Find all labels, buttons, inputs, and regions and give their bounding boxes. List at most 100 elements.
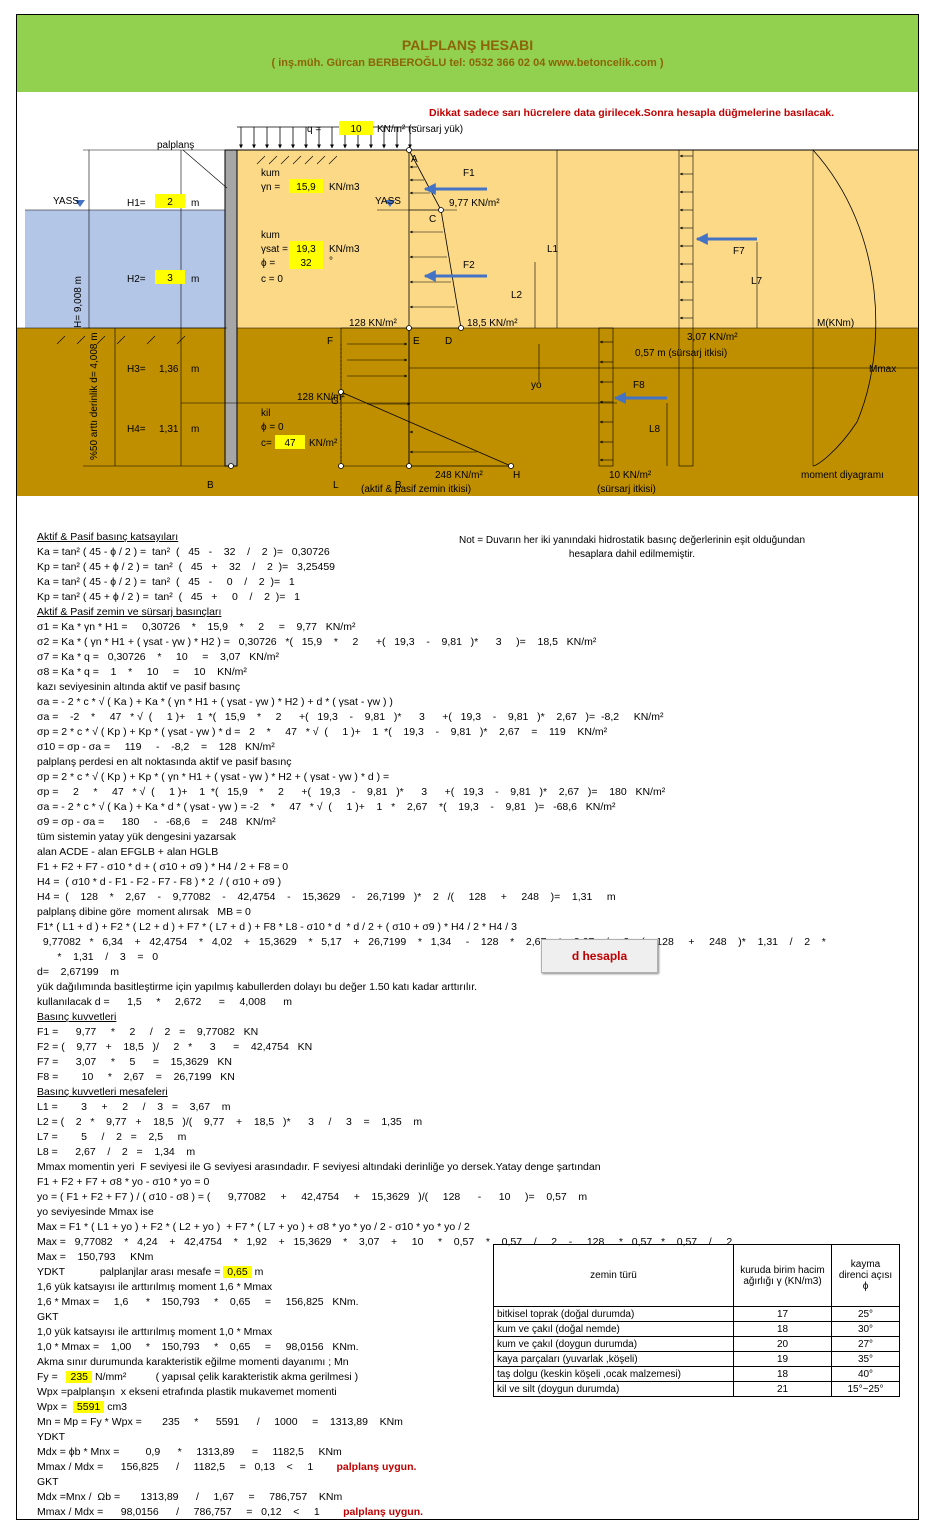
calc-line: L2 = ( 2 * 9,77 + 18,5 )/( 9,77 + 18,5 )… [37, 1116, 423, 1128]
H3-value: 1,36 [159, 364, 179, 375]
calc-line: H4 = ( 128 * 2,67 - 9,77082 - 42,4754 - … [37, 891, 616, 903]
c-zero-label: c = 0 [261, 274, 283, 285]
mesafe-label: YDKT palplanjlar arası mesafe = [37, 1266, 221, 1278]
col-soil-type: zemin türü [493, 1244, 734, 1307]
cell: 18 [733, 1321, 832, 1337]
mesafe-unit: m [254, 1266, 264, 1278]
calc-line: palplanş dibine göre moment alırsak MB =… [37, 906, 251, 918]
H1-value[interactable]: 2 [167, 197, 173, 208]
point-H-label: H [513, 470, 520, 481]
calc-line: Mmax momentin yeri F seviyesi ile G sevi… [37, 1161, 601, 1173]
page-title: PALPLANŞ HESABI [401, 37, 534, 53]
L7-label: L7 [751, 276, 763, 287]
surcharge-caption: (sürsarj itkisi) [597, 484, 656, 495]
c-value[interactable]: 47 [284, 438, 296, 449]
calc-line: σ7 = Ka * q = 0,30726 * 10 = 3,07 KN/m² [37, 651, 279, 663]
calc-line: Mn = Mp = Fy * Wpx = 235 * 5591 / 1000 =… [37, 1416, 403, 1428]
sigma-307-label: 3,07 KN/m² [687, 332, 738, 343]
phi-zero-label: ϕ = 0 [261, 422, 284, 433]
point-F-label: F [327, 336, 333, 347]
calc-line: yo seviyesinde Mmax ise [37, 1206, 154, 1218]
mesafe-input[interactable]: 0,65 [223, 1266, 252, 1278]
calc-line: σa = -2 * 47 * √ ( 1 )+ 1 *( 15,9 * 2 +(… [37, 711, 664, 723]
calc-line: 9,77082 * 6,34 + 42,4754 * 4,02 + 15,362… [37, 936, 826, 948]
cell: kil ve silt (doygun durumda) [493, 1381, 734, 1397]
soil-properties-table: zemin türü kuruda birim hacim ağırlığı γ… [493, 1244, 900, 1397]
yo-surcharge-label: 0,57 m (sürsarj itkisi) [635, 348, 727, 359]
c-unit: KN/m² [309, 438, 338, 449]
fy-input[interactable]: 235 [66, 1371, 93, 1383]
L8-label: L8 [649, 424, 661, 435]
calc-line: Kp = tan² ( 45 + ϕ / 2 ) = tan² ( 45 + 0… [37, 591, 300, 603]
warning-text: Dikkat sadece sarı hücrelere data girile… [429, 107, 834, 119]
F2-label: F2 [463, 260, 475, 271]
calc-line: Ka = tan² ( 45 - ϕ / 2 ) = tan² ( 45 - 0… [37, 576, 295, 588]
cell: 18 [733, 1366, 832, 1382]
gamma-sat-label: γsat = [261, 244, 288, 255]
cell: 20 [733, 1336, 832, 1352]
H4-label: H4= [127, 424, 146, 435]
calc-line: F1 + F2 + F7 + σ8 * yo - σ10 * yo = 0 [37, 1176, 210, 1188]
gamma-n-unit: KN/m3 [329, 182, 360, 193]
gamma-n-label: γn = [261, 182, 280, 193]
cell: 25° [831, 1306, 900, 1322]
sand-dry-label: kum [261, 168, 280, 179]
calc-line: 1,0 yük katsayısı ile arttırılmış moment… [37, 1326, 273, 1338]
calc-line: H4 = ( σ10 * d - F1 - F2 - F7 - F8 ) * 2… [37, 876, 282, 888]
table-row: taş dolgu (keskin köşeli ,ocak malzemesi… [493, 1366, 900, 1382]
calc-line: Mmax / Mdx = 98,0156 / 786,757 = 0,12 < … [37, 1505, 826, 1519]
calc-line: tüm sistemin yatay yük dengesini yazarsa… [37, 831, 237, 843]
calc-line: σ9 = σp - σa = 180 - -68,6 = 248 KN/m² [37, 816, 276, 828]
calc-line: σ10 = σp - σa = 119 - -8,2 = 128 KN/m² [37, 741, 275, 753]
sheet-pile [224, 149, 238, 467]
cell: 27° [831, 1336, 900, 1352]
cell: 15°~25° [831, 1381, 900, 1397]
dimension-lines [83, 149, 758, 467]
result-ok-gkt: palplanş uygun. [343, 1506, 424, 1518]
gamma-n-value[interactable]: 15,9 [296, 182, 316, 193]
phi-unit: ° [329, 256, 333, 267]
sigma-185-label: 18,5 KN/m² [467, 318, 518, 329]
sand-layer-right [237, 150, 918, 328]
sheet-header: PALPLANŞ HESABI ( inş.müh. Gürcan BERBER… [17, 15, 918, 92]
calc-line: Kp = tan² ( 45 + ϕ / 2 ) = tan² ( 45 + 3… [37, 561, 335, 573]
gamma-sat-unit: KN/m3 [329, 244, 360, 255]
q-value[interactable]: 10 [350, 124, 362, 135]
d-depth-label: %50 arttı derinlik d= 4,008 m [89, 332, 100, 460]
point-G-label: G [331, 396, 339, 407]
calc-line: L7 = 5 / 2 = 2,5 m [37, 1131, 187, 1143]
phi-value[interactable]: 32 [300, 258, 312, 269]
fy-unit: N/mm² ( yapısal çelik karakteristik akma… [94, 1371, 359, 1383]
c-label: c= [261, 438, 272, 449]
calc-line: F2 = ( 9,77 + 18,5 )/ 2 * 3 = 42,4754 KN [37, 1041, 313, 1053]
check-ydkt: Mmax / Mdx = 156,825 / 1182,5 = 0,13 < 1 [37, 1461, 314, 1473]
H1-unit: m [191, 198, 199, 209]
calc-line: F1 + F2 + F7 - σ10 * d + ( σ10 + σ9 ) * … [37, 861, 289, 873]
water-level-icon-left [75, 200, 85, 207]
calc-line: kazı seviyesinin altında aktif ve pasif … [37, 681, 241, 693]
F8-label: F8 [633, 380, 645, 391]
surcharge-arrows [239, 127, 412, 149]
wpx-input[interactable]: 5591 [72, 1401, 105, 1413]
point-E-label: E [413, 336, 420, 347]
point-B-left-label: B [207, 480, 214, 491]
palplans-label: palplanş [157, 140, 194, 151]
sigma-128b-label: 128 KN/m² [297, 392, 345, 403]
gamma-sat-value[interactable]: 19,3 [296, 244, 316, 255]
F7-label: F7 [733, 246, 745, 257]
calc-line: L8 = 2,67 / 2 = 1,34 m [37, 1146, 196, 1158]
cell: 35° [831, 1351, 900, 1367]
calc-line: 1,6 * Mmax = 1,6 * 150,793 * 0,65 = 156,… [37, 1296, 359, 1308]
point-A-label: A [411, 154, 418, 165]
cell: 19 [733, 1351, 832, 1367]
H2-value[interactable]: 3 [167, 273, 173, 284]
section-heading: Aktif & Pasif zemin ve sürsarj basınçlar… [37, 606, 222, 618]
d-hesapla-button[interactable]: d hesapla [541, 939, 658, 973]
clay-layer [17, 328, 918, 496]
clay-label: kil [261, 408, 270, 419]
